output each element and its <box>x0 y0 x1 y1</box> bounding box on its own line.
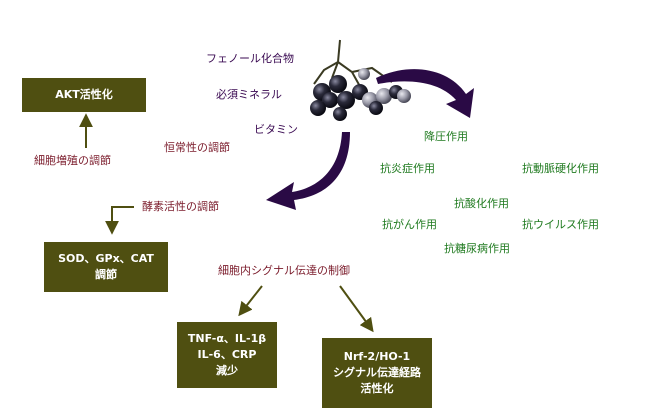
label-anti-inflammatory: 抗炎症作用 <box>380 162 435 175</box>
curved-arrow-left <box>266 132 350 210</box>
label-anti-atherosclerotic: 抗動脈硬化作用 <box>522 162 599 175</box>
box-sod-gpx-cat: SOD、GPx、CAT 調節 <box>44 242 168 292</box>
box-akt-activation: AKT活性化 <box>22 78 146 112</box>
label-vitamins: ビタミン <box>254 123 298 136</box>
label-antidiabetic: 抗糖尿病作用 <box>444 242 510 255</box>
label-antihypertensive: 降圧作用 <box>424 130 468 143</box>
label-cell-proliferation: 細胞増殖の調節 <box>34 154 111 167</box>
label-homeostasis: 恒常性の調節 <box>164 141 230 154</box>
arrow-to-tnf <box>238 285 263 317</box>
label-intracellular-signaling: 細胞内シグナル伝達の制御 <box>218 264 350 277</box>
box-tnf-il-reduction: TNF-α、IL-1β IL-6、CRP 減少 <box>177 322 277 388</box>
label-anticancer: 抗がん作用 <box>382 218 437 231</box>
arrow-to-sod <box>105 206 134 235</box>
arrow-to-nrf <box>339 285 374 333</box>
aronia-berries-illustration <box>310 39 411 121</box>
box-nrf2-ho1-activation: Nrf-2/HO-1 シグナル伝達経路 活性化 <box>322 338 432 408</box>
label-phenol-compounds: フェノール化合物 <box>206 52 294 65</box>
label-antiviral: 抗ウイルス作用 <box>522 218 599 231</box>
curved-arrow-right <box>376 69 474 118</box>
label-essential-minerals: 必須ミネラル <box>216 88 282 101</box>
label-enzyme-activity: 酵素活性の調節 <box>142 200 219 213</box>
label-antioxidant: 抗酸化作用 <box>454 197 509 210</box>
